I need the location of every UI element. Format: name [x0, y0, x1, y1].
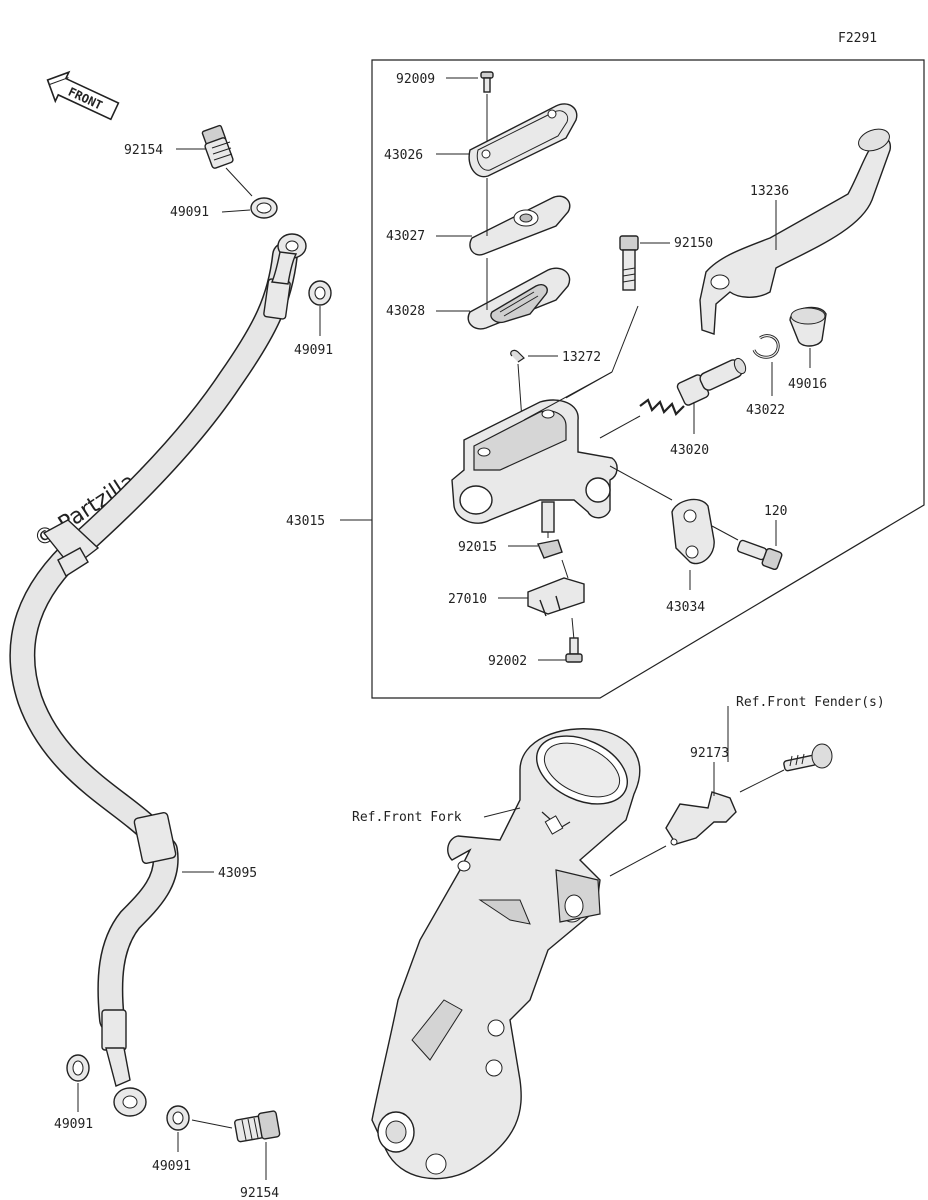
axis-43034 — [609, 465, 673, 501]
axis-27010 — [561, 559, 569, 579]
callout-13236: 13236 — [750, 184, 789, 199]
banjo-bolt-bottom-icon — [234, 1110, 281, 1143]
axis-43020 — [599, 415, 641, 439]
callout-92002: 92002 — [488, 654, 527, 669]
callout-27010: 27010 — [448, 592, 487, 607]
assembly-frame — [371, 59, 925, 699]
callout-92154-top: 92154 — [124, 143, 163, 158]
front-fender-reference: Ref.Front Fender(s) — [736, 695, 885, 710]
axis-92173 — [609, 845, 667, 877]
crush-washer-icon — [166, 1105, 190, 1131]
callout-43015: 43015 — [286, 514, 325, 529]
crush-washer-icon — [66, 1054, 90, 1082]
callout-49091-top: 49091 — [170, 205, 209, 220]
axis-92150 — [611, 305, 639, 373]
callout-43027: 43027 — [386, 229, 425, 244]
diaphragm-icon — [467, 267, 571, 330]
callout-92150: 92150 — [674, 236, 713, 251]
piston-kit-icon — [639, 357, 747, 416]
callout-92009: 92009 — [396, 72, 435, 87]
brake-switch-icon — [527, 577, 585, 617]
axis-120 — [711, 525, 739, 541]
clamp-bolt-icon — [736, 539, 783, 571]
switch-screw-icon — [565, 617, 583, 663]
callout-13272: 13272 — [562, 350, 601, 365]
reservoir-cap-icon — [468, 103, 578, 178]
front-fork-icon — [371, 728, 641, 1180]
hose-bracket-icon — [665, 791, 737, 846]
diaphragm-plate-icon — [469, 195, 571, 256]
axis-92154-top — [225, 167, 253, 197]
axis-92150b — [565, 371, 613, 399]
crush-washer-icon — [308, 280, 332, 306]
figure-code: F2291 — [838, 31, 877, 46]
callout-43028: 43028 — [386, 304, 425, 319]
axis-fender-bolt — [739, 769, 785, 793]
front-arrow-icon: FRONT — [46, 70, 120, 121]
clip-icon — [510, 349, 525, 363]
pivot-bolt-icon — [619, 235, 639, 291]
callout-43034: 43034 — [666, 600, 705, 615]
callout-49091-bl: 49091 — [54, 1117, 93, 1132]
circlip-icon — [752, 334, 780, 359]
callout-43095: 43095 — [218, 866, 257, 881]
callout-120: 120 — [764, 504, 787, 519]
callout-49091-bm: 49091 — [152, 1159, 191, 1174]
axis-49091-bm — [191, 1119, 233, 1129]
callout-49091-mid: 49091 — [294, 343, 333, 358]
nut-icon — [537, 501, 563, 559]
banjo-bolt-top-icon — [201, 124, 234, 169]
master-cylinder-body-icon — [451, 399, 618, 524]
callout-49016: 49016 — [788, 377, 827, 392]
dust-boot-icon — [789, 306, 827, 347]
callout-92154-bottom: 92154 — [240, 1186, 279, 1200]
fender-bolt-icon — [783, 743, 833, 772]
callout-43020: 43020 — [670, 443, 709, 458]
front-fork-reference: Ref.Front Fork — [352, 810, 462, 825]
callout-92015: 92015 — [458, 540, 497, 555]
leader-front-fork — [483, 807, 521, 818]
callout-92173: 92173 — [690, 746, 729, 761]
callout-43026: 43026 — [384, 148, 423, 163]
brake-lever-icon — [699, 128, 892, 335]
crush-washer-icon — [250, 197, 278, 219]
callout-43022: 43022 — [746, 403, 785, 418]
clamp-icon — [671, 498, 715, 565]
leader-49091-top — [221, 209, 251, 213]
brake-hose — [9, 233, 307, 1117]
cap-screw-icon — [480, 71, 494, 93]
